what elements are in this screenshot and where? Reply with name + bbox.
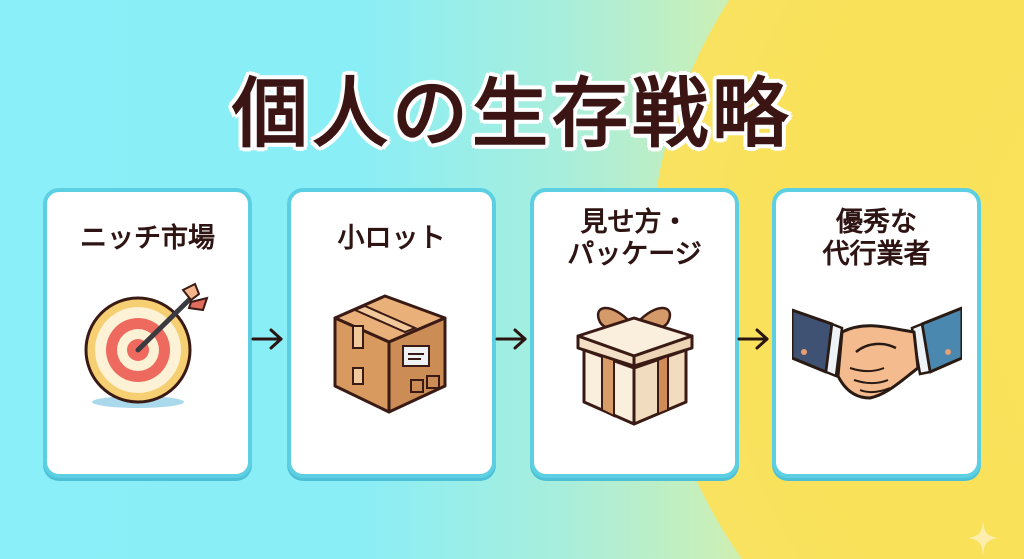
step-card-excellent-agent: 優秀な 代行業者 [772,188,981,478]
handshake-icon [791,306,962,400]
step-card-small-lot: 小ロット [287,188,496,478]
gift-box-icon [576,306,693,426]
target-with-arrow-icon [84,282,209,408]
step-card-presentation-packaging: 見せ方・ パッケージ [530,188,739,478]
cardboard-box-icon [333,294,446,414]
arrow-right-icon [251,328,283,350]
step-label: 小ロット [337,223,446,254]
step-label-line2: パッケージ [567,239,702,270]
arrow-right-icon [737,328,769,350]
step-label: ニッチ市場 [80,223,215,254]
page-title: 個人の生存戦略 [232,69,792,158]
step-label-line1: 見せ方・ [580,207,689,238]
step-label-line1: 優秀な [836,207,917,238]
arrow-right-icon [495,328,527,350]
step-card-niche-market: ニッチ市場 [43,188,252,478]
step-label-line2: 代行業者 [822,239,931,270]
sparkle-icon [968,520,998,556]
